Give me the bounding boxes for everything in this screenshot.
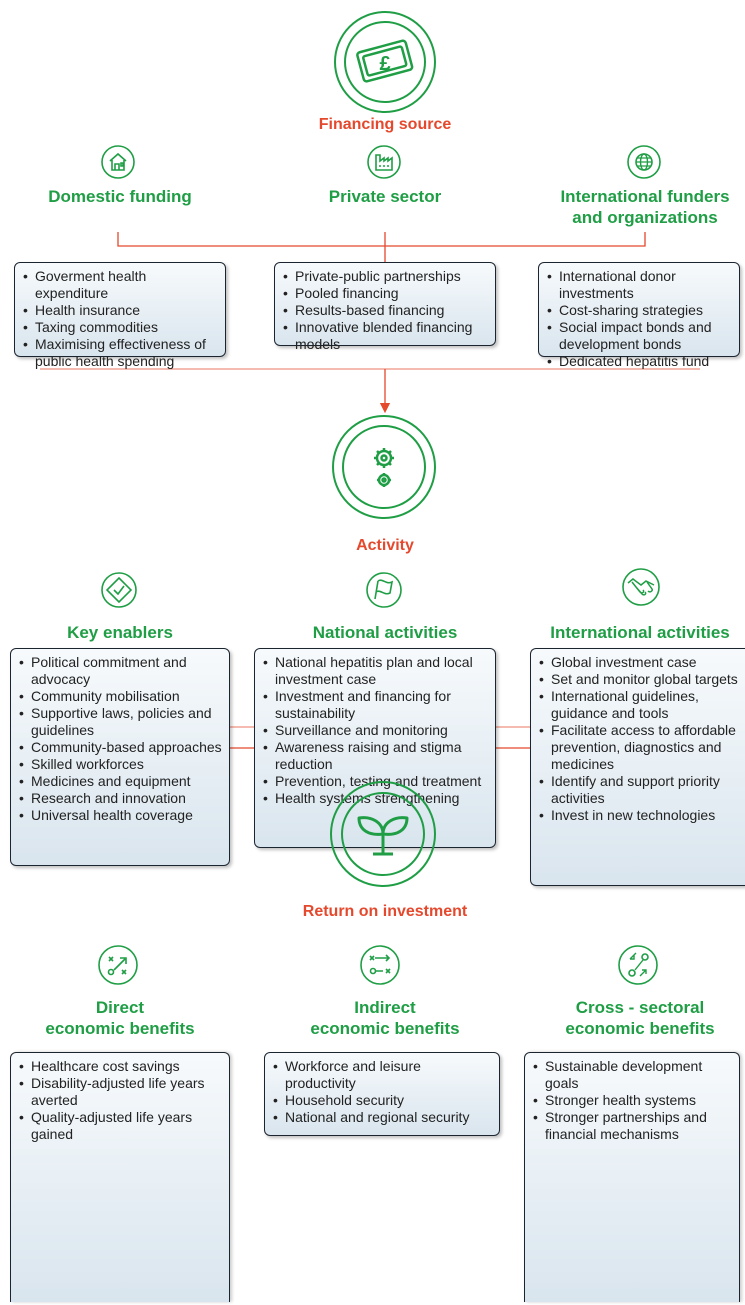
list-item: Research and innovation xyxy=(19,790,223,807)
list-item: Awareness raising and stigma reduction xyxy=(263,739,489,773)
list-item: Universal health coverage xyxy=(19,807,223,824)
list-item: Pooled financing xyxy=(283,285,489,302)
check-diamond-icon xyxy=(101,572,137,608)
list-item: Invest in new technologies xyxy=(539,807,739,824)
list-item: Surveillance and monitoring xyxy=(263,722,489,739)
national-activities-title: National activities xyxy=(312,623,458,642)
direct-benefits-title-line1: Direct xyxy=(95,998,145,1017)
list-item: Social impact bonds and development bond… xyxy=(547,319,733,353)
cross-sectoral-benefits-title: Cross - sectoral economic benefits xyxy=(540,997,740,1039)
private-sector-title: Private sector xyxy=(328,187,442,206)
financing-title: Financing source xyxy=(318,116,452,133)
svg-text:£: £ xyxy=(379,53,390,75)
indirect-benefits-title-line1: Indirect xyxy=(354,998,416,1017)
direct-benefits-box: Healthcare cost savings Disability-adjus… xyxy=(10,1052,230,1302)
cross-sectoral-benefits-title-line2: economic benefits xyxy=(565,1019,715,1038)
globe-icon xyxy=(627,145,661,179)
list-item: Cost-sharing strategies xyxy=(547,302,733,319)
sprout-icon xyxy=(329,780,437,888)
list-item: National and regional security xyxy=(273,1109,493,1126)
list-item: Facilitate access to affordable preventi… xyxy=(539,722,739,773)
list-item: International donor investments xyxy=(547,268,733,302)
indirect-benefits-title-line2: economic benefits xyxy=(310,1019,460,1038)
house-icon xyxy=(101,145,135,179)
international-activities-title: International activities xyxy=(550,623,730,642)
indirect-benefits-box: Workforce and leisure productivity House… xyxy=(264,1052,500,1136)
gears-icon xyxy=(331,414,437,520)
list-item: Quality-adjusted life years gained xyxy=(19,1109,223,1143)
direct-benefits-title: Direct economic benefits xyxy=(20,997,220,1039)
list-item: Global investment case xyxy=(539,654,739,671)
list-item: Identify and support priority activities xyxy=(539,773,739,807)
list-item: Healthcare cost savings xyxy=(19,1058,223,1075)
list-item: Taxing commodities xyxy=(23,319,219,336)
activity-title: Activity xyxy=(356,537,414,554)
international-activities-box: Global investment case Set and monitor g… xyxy=(530,648,745,886)
international-funders-title: International funders and organizations xyxy=(560,187,730,227)
list-item: Stronger health systems xyxy=(533,1092,733,1109)
strategy-icon xyxy=(98,945,138,985)
flag-icon xyxy=(366,572,402,608)
domestic-funding-title: Domestic funding xyxy=(48,187,192,206)
list-item: Political commitment and advocacy xyxy=(19,654,223,688)
financing-bracket xyxy=(117,232,646,247)
list-item: Community-based approaches xyxy=(19,739,223,756)
list-item: Dedicated hepatitis fund xyxy=(547,353,733,370)
list-item: Goverment health expenditure xyxy=(23,268,219,302)
private-sector-box: Private-public partnerships Pooled finan… xyxy=(274,262,496,352)
list-item: Health systems strengthening xyxy=(263,790,489,807)
list-item: Private-public partnerships xyxy=(283,268,489,285)
list-item: Sustainable development goals xyxy=(533,1058,733,1092)
key-enablers-title: Key enablers xyxy=(67,623,173,642)
route-icon xyxy=(618,945,658,985)
key-enablers-box: Political commitment and advocacy Commun… xyxy=(10,648,230,866)
handshake-icon xyxy=(622,568,660,606)
domestic-funding-box: Goverment health expenditure Health insu… xyxy=(14,262,226,369)
list-item: Supportive laws, policies and guidelines xyxy=(19,705,223,739)
list-item: Results-based financing xyxy=(283,302,489,319)
list-item: Skilled workforces xyxy=(19,756,223,773)
cross-sectoral-benefits-title-line1: Cross - sectoral xyxy=(575,998,705,1017)
list-item: Medicines and equipment xyxy=(19,773,223,790)
list-item: Workforce and leisure productivity xyxy=(273,1058,493,1092)
list-item: Community mobilisation xyxy=(19,688,223,705)
cross-sectoral-benefits-box: Sustainable development goals Stronger h… xyxy=(524,1052,740,1302)
list-item: Maximising effectiveness of public healt… xyxy=(23,336,219,370)
direct-benefits-title-line2: economic benefits xyxy=(45,1019,195,1038)
list-item: Prevention, testing and treatment xyxy=(263,773,489,790)
roi-title: Return on investment xyxy=(302,903,468,920)
list-item: Health insurance xyxy=(23,302,219,319)
list-item: Household security xyxy=(273,1092,493,1109)
list-item: International guidelines, guidance and t… xyxy=(539,688,739,722)
list-item: Disability-adjusted life years averted xyxy=(19,1075,223,1109)
list-item: National hepatitis plan and local invest… xyxy=(263,654,489,688)
national-activities-box: National hepatitis plan and local invest… xyxy=(254,648,496,848)
indirect-benefits-title: Indirect economic benefits xyxy=(285,997,485,1039)
list-item: Innovative blended financing models xyxy=(283,319,489,353)
list-item: Stronger partnerships and financial mech… xyxy=(533,1109,733,1143)
paths-icon xyxy=(360,945,400,985)
international-funders-box: International donor investments Cost-sha… xyxy=(538,262,740,370)
list-item: Investment and financing for sustainabil… xyxy=(263,688,489,722)
factory-icon xyxy=(367,145,401,179)
money-icon: £ xyxy=(333,10,437,114)
list-item: Set and monitor global targets xyxy=(539,671,739,688)
